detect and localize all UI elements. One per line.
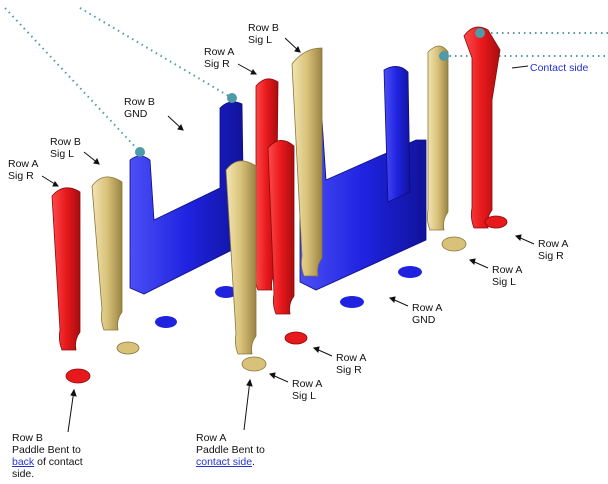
pin-row-a-sig-l-front <box>225 160 267 372</box>
label-arrows <box>41 37 535 433</box>
ground-plate-row-a <box>299 66 427 308</box>
pin-row-b-sig-l-left <box>91 176 140 355</box>
dotted-leaders <box>4 7 608 153</box>
link-back[interactable]: back <box>12 456 35 468</box>
ground-plate-row-b <box>129 101 245 328</box>
pin-row-a-sig-l-right <box>426 45 467 252</box>
pin-row-a-sig-r-mid <box>267 140 308 345</box>
label-contact-side: Contact side <box>530 62 589 74</box>
pin-row-b-sig-l-top <box>291 47 323 277</box>
contact-markers <box>135 28 485 157</box>
pin-row-a-sig-r-right <box>463 26 508 229</box>
pin-row-a-sig-r-left <box>51 187 91 384</box>
link-contact-side[interactable]: contact side <box>196 456 253 468</box>
